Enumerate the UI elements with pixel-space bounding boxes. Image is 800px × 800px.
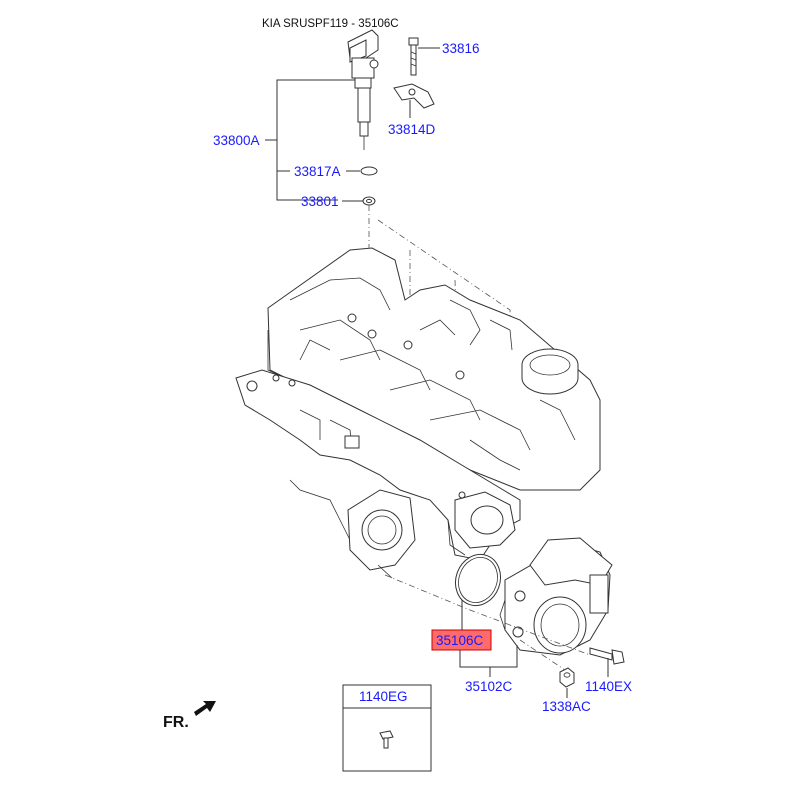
front-orientation-indicator: FR. — [163, 701, 216, 731]
injector-assembly[interactable] — [347, 29, 379, 150]
gasket-35106C[interactable] — [448, 548, 507, 612]
diagram-title: KIA SRUSPF119 - 35106C — [262, 18, 399, 30]
clamp-33814D[interactable] — [393, 83, 435, 109]
washer-33801[interactable] — [362, 196, 376, 206]
projection-line-gasket — [384, 574, 591, 656]
callout-1338AC[interactable]: 1338AC — [542, 699, 591, 714]
bolt-1140EX[interactable] — [589, 647, 625, 665]
bolt-33816[interactable] — [408, 37, 419, 76]
intake-manifold — [235, 369, 521, 579]
callout-33814D[interactable]: 33814D — [388, 122, 436, 137]
legend-box-1140EG[interactable]: 1140EG — [342, 684, 432, 772]
front-label: FR. — [163, 714, 189, 731]
o-ring-33817A[interactable] — [360, 166, 378, 176]
nut-1338AC[interactable] — [559, 667, 575, 688]
bracket-33800A — [276, 79, 355, 201]
bolt-1140EG-icon — [379, 730, 394, 749]
legend-box-label: 1140EG — [359, 689, 408, 704]
projection-line-engine — [377, 219, 516, 421]
projection-line-nut — [519, 639, 566, 671]
callout-33817A[interactable]: 33817A — [294, 164, 341, 179]
callout-33801[interactable]: 33801 — [301, 194, 339, 209]
callout-35102C[interactable]: 35102C — [465, 679, 513, 694]
bracket-35102C — [459, 645, 518, 668]
callout-33800A[interactable]: 33800A — [213, 133, 260, 148]
callout-33816[interactable]: 33816 — [442, 41, 480, 56]
callout-35106C[interactable]: 35106C — [436, 633, 484, 648]
callout-1140EX[interactable]: 1140EX — [585, 679, 632, 694]
front-arrow-icon — [194, 701, 216, 716]
highlighted-callout-35106C[interactable]: 35106C — [431, 629, 492, 651]
throttle-body-35102C[interactable] — [499, 537, 613, 656]
